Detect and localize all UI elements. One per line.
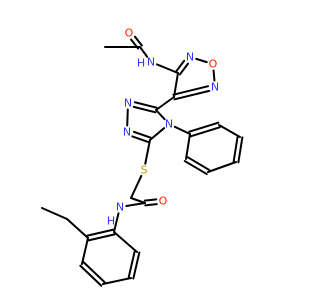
bond-double-b	[132, 130, 152, 139]
bond-single	[155, 109, 166, 121]
bond-double-a	[131, 135, 151, 144]
bond-single	[156, 63, 179, 74]
atom-s-thioether: S	[141, 164, 148, 177]
bond-single	[130, 174, 143, 199]
bond-double-b	[127, 250, 136, 279]
bond-single	[218, 124, 241, 138]
atom-h-amide-top: H	[137, 57, 145, 70]
atom-n-amide-top: N	[147, 56, 155, 69]
bond-double-b	[175, 59, 186, 73]
bond-single	[207, 161, 237, 173]
bond-double-b	[183, 160, 208, 176]
bond-single	[155, 96, 175, 111]
bond-single	[173, 72, 179, 98]
atom-n-amide-bottom: N	[116, 201, 124, 214]
atom-n-triazole-4: N	[165, 118, 173, 131]
bond-double-a	[133, 101, 158, 109]
bond-double-b	[173, 89, 211, 101]
bond-single	[195, 57, 208, 64]
bond-single	[139, 46, 149, 58]
bond-double-b	[87, 233, 116, 242]
atom-n-furazan-left: N	[186, 51, 194, 64]
bond-single	[144, 139, 151, 165]
bond-double-a	[133, 35, 143, 47]
bonds	[41, 35, 244, 287]
bond-double-b	[132, 105, 157, 114]
atom-o-acetyl: O	[125, 27, 134, 40]
bond-single	[185, 133, 191, 160]
bond-single	[173, 125, 191, 135]
bond-double-a	[132, 251, 141, 280]
atom-n-triazole-2: N	[124, 97, 132, 110]
atom-n-furazan-right: N	[211, 81, 219, 94]
bond-single	[149, 127, 166, 141]
bond-double-b	[143, 198, 158, 202]
atom-o-furazan: O	[209, 58, 218, 71]
bond-double-b	[237, 136, 244, 164]
atom-o-amide-bottom: O	[159, 195, 168, 208]
bond-single	[212, 69, 216, 82]
bond-single	[113, 231, 138, 253]
bond-single	[130, 197, 146, 204]
bond-double-b	[130, 38, 140, 50]
bond-double-a	[172, 85, 210, 96]
bond-double-a	[186, 155, 211, 171]
bond-double-a	[178, 62, 190, 76]
atom-h-amide-bottom: H	[107, 215, 115, 228]
bond-single	[66, 218, 89, 239]
bond-double-a	[144, 203, 158, 207]
bond-single	[41, 207, 68, 220]
bond-single	[81, 237, 89, 265]
bond-double-a	[86, 228, 115, 237]
bond-single	[102, 277, 132, 285]
bond-single	[126, 108, 129, 127]
atom-n-triazole-1: N	[123, 126, 131, 139]
bond-double-a	[79, 264, 103, 287]
bond-double-b	[82, 261, 106, 284]
bond-single	[113, 212, 120, 233]
bond-single	[125, 202, 146, 207]
bond-double-a	[232, 135, 239, 163]
bond-double-a	[189, 126, 221, 138]
bond-double-b	[188, 121, 220, 133]
